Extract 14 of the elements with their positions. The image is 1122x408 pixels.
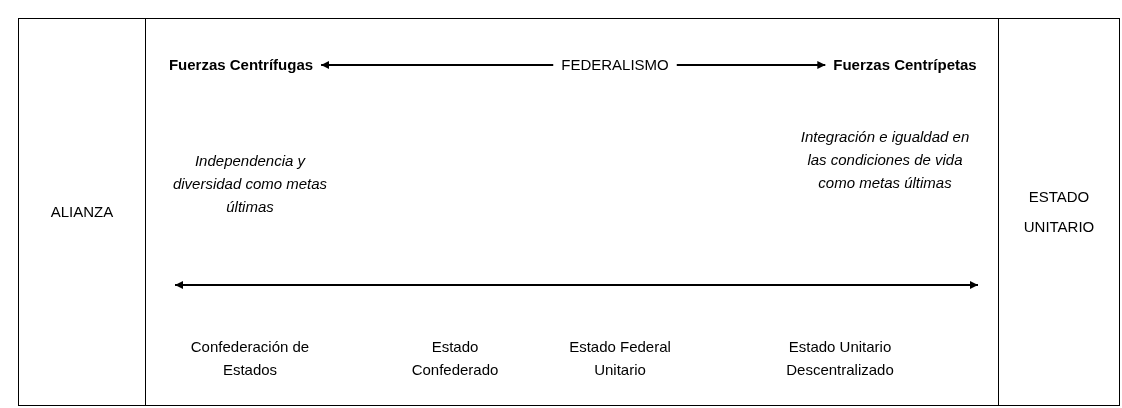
scale-label: Estado Federal Unitario	[568, 337, 672, 380]
goal-note: Independencia y diversidad como metas últimas	[171, 151, 329, 217]
goal-note: Integración e igualdad en las condiciones de vida como metas últimas	[799, 127, 971, 193]
scale-label: Estado Confederado	[410, 337, 500, 380]
side-cell: ALIANZA	[18, 18, 146, 406]
heading: Fuerzas Centrípetas	[810, 53, 1000, 77]
arrow	[675, 61, 827, 69]
panel-box	[145, 18, 999, 406]
side-cell: ESTADO UNITARIO	[998, 18, 1120, 406]
heading: Fuerzas Centrífugas	[146, 53, 336, 77]
scale-label: Confederación de Estados	[189, 337, 311, 380]
center-label: FEDERALISMO	[550, 53, 680, 77]
arrow	[320, 61, 555, 69]
scale-label: Estado Unitario Descentralizado	[785, 337, 895, 380]
